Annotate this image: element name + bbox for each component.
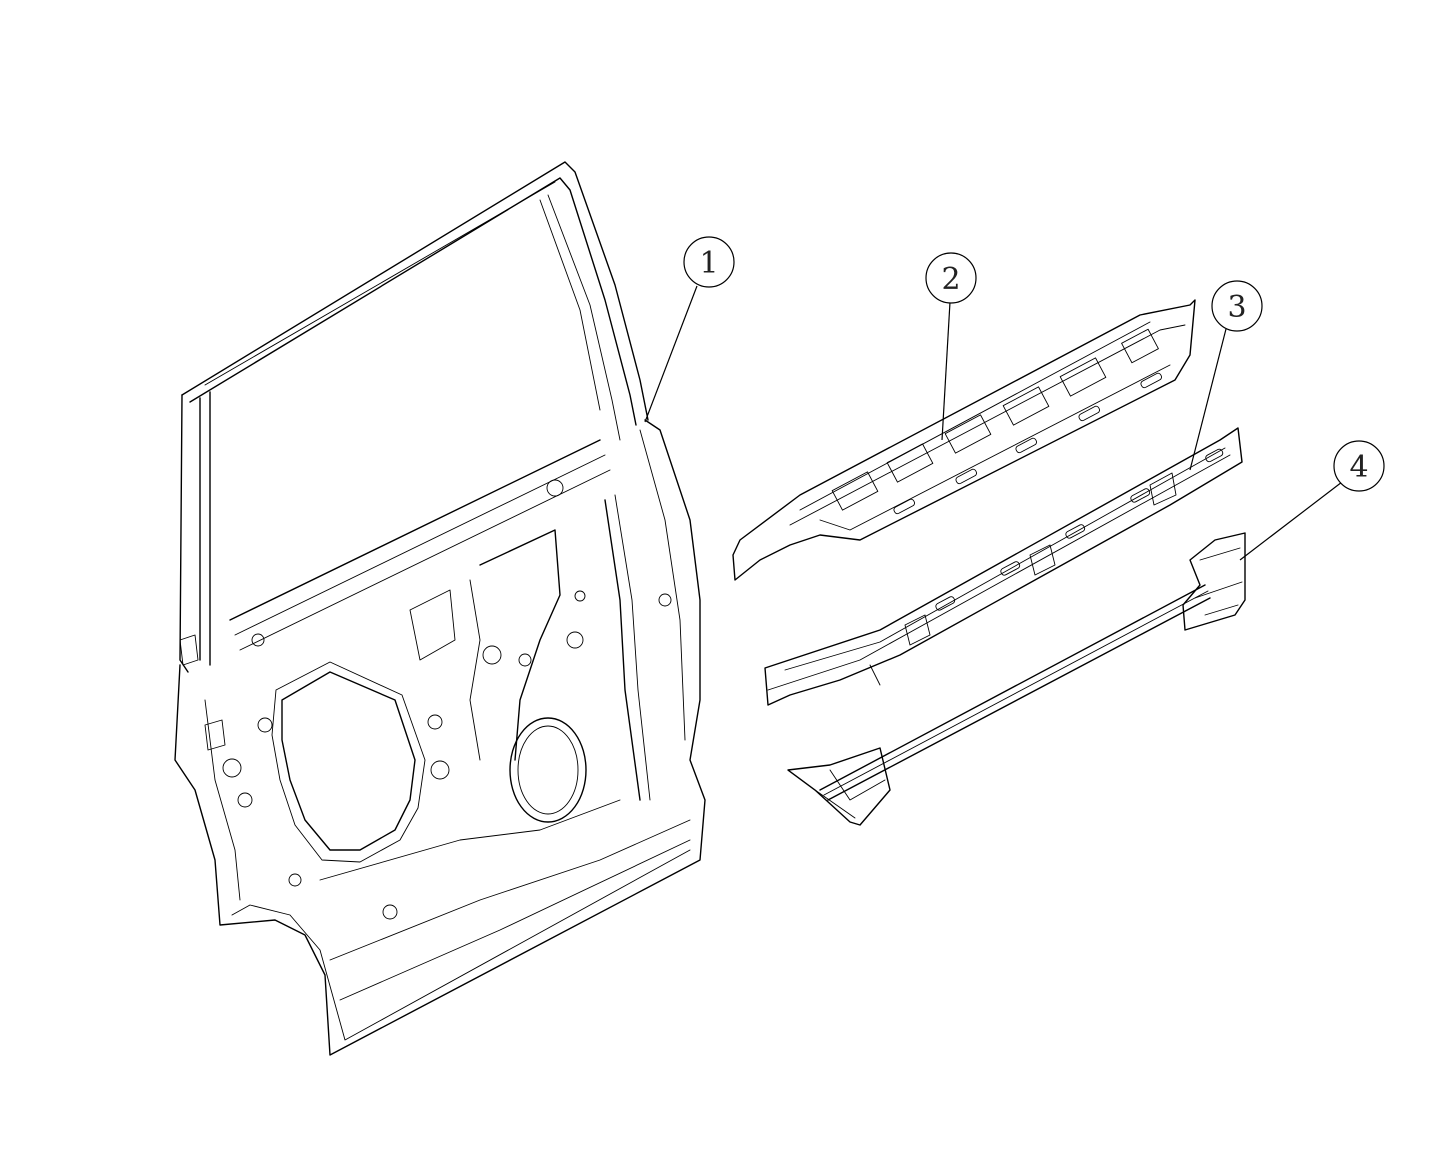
callout-2: 2 — [925, 252, 977, 441]
callout-3-label: 3 — [1227, 290, 1246, 325]
callout-4-label: 4 — [1349, 450, 1368, 485]
callout-3: 3 — [1189, 280, 1263, 471]
middle-reinforcement — [764, 427, 1243, 706]
upper-reinforcement — [732, 299, 1196, 581]
intrusion-beam — [787, 532, 1246, 826]
door-shell — [174, 161, 706, 1056]
callout-4: 4 — [1239, 440, 1385, 561]
callout-1-label: 1 — [699, 246, 718, 281]
callout-2-label: 2 — [941, 262, 960, 297]
callout-1: 1 — [644, 236, 735, 423]
